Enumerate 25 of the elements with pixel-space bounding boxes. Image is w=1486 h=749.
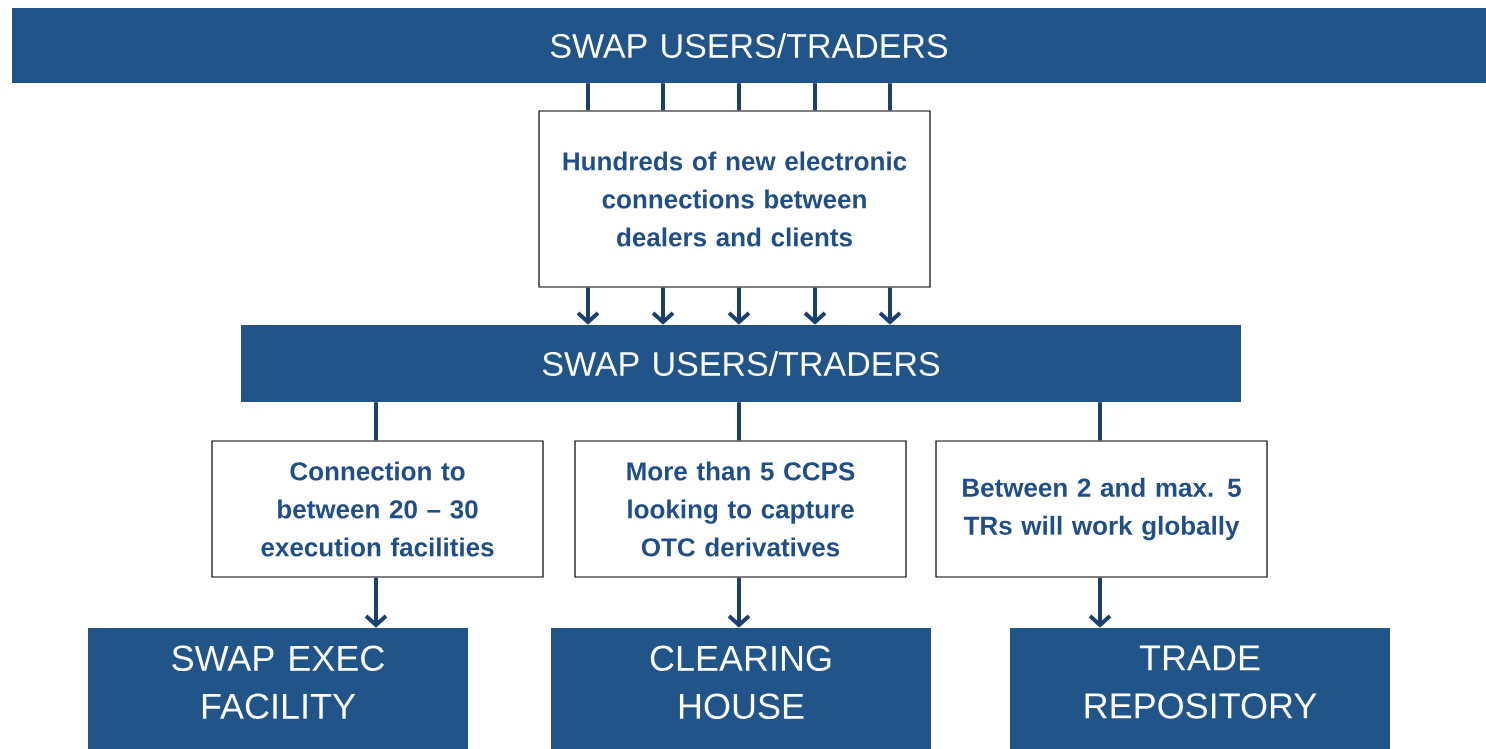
arrow <box>727 577 751 628</box>
connector-line <box>1098 402 1102 441</box>
arrow <box>878 287 902 325</box>
connector-line <box>737 83 741 111</box>
connector-line <box>888 83 892 111</box>
header-bar: SWAP USERS/TRADERS <box>12 8 1486 83</box>
destination-box: TRADE REPOSITORY <box>1010 628 1390 749</box>
text-box: Between 2 and max. 5 TRs will work globally <box>935 440 1268 578</box>
arrow <box>727 287 751 325</box>
destination-box: CLEARING HOUSE <box>551 628 931 749</box>
connector-line <box>737 402 741 441</box>
arrow <box>1088 577 1112 628</box>
arrow <box>364 577 388 628</box>
destination-box: SWAP EXEC FACILITY <box>88 628 468 749</box>
arrow <box>576 287 600 325</box>
arrow <box>803 287 827 325</box>
text-box: More than 5 CCPS looking to capture OTC derivatives <box>574 440 907 578</box>
connector-line <box>374 402 378 441</box>
connector-line <box>586 83 590 111</box>
connector-line <box>813 83 817 111</box>
text-box: Connection to between 20 – 30 execution facilities <box>211 440 544 578</box>
text-box: Hundreds of new electronic connections between dealers and clients <box>538 110 931 288</box>
header-bar: SWAP USERS/TRADERS <box>241 325 1241 402</box>
connector-line <box>661 83 665 111</box>
arrow <box>651 287 675 325</box>
